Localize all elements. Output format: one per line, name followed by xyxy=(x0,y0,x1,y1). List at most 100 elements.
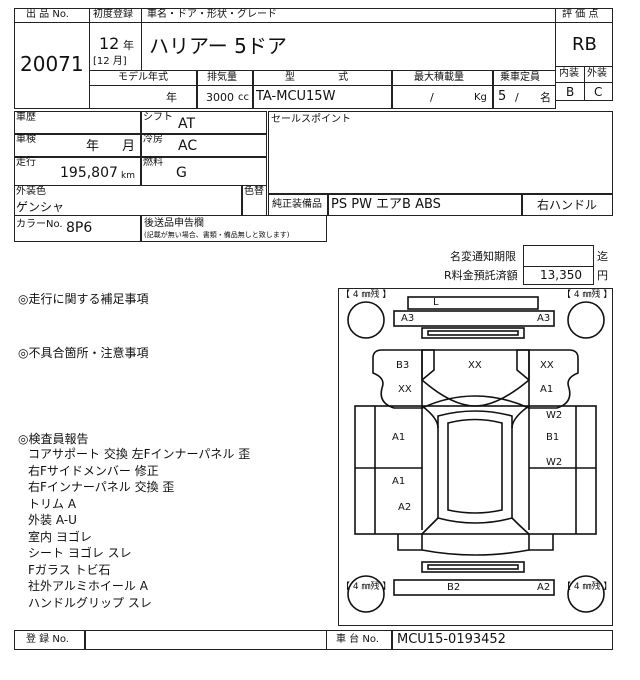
tire-depth-fl: 【 4 ㎜残 】 xyxy=(341,290,392,300)
exterior-score: C xyxy=(594,85,603,99)
spec-div-2 xyxy=(252,70,254,109)
inspection-year: 年 xyxy=(86,139,100,154)
steering-value: 右ハンドル xyxy=(537,198,598,212)
color-no-div xyxy=(140,215,142,242)
lot-number: 20071 xyxy=(20,52,84,76)
capacity-label: 乗車定員 xyxy=(500,72,540,83)
fuel-label: 燃料 xyxy=(143,157,163,168)
name-change-label: 名変通知期限 xyxy=(450,250,516,263)
displacement-label: 排気量 xyxy=(207,72,237,83)
first-reg-year: 12 xyxy=(99,34,120,53)
docs-note: (記載が無い場合、書類・備品無しと致します) xyxy=(144,231,290,239)
defects-title: ◎不具合箇所・注意事項 xyxy=(18,346,149,360)
first-reg-year-unit: 年 xyxy=(123,39,134,52)
inspection-month: 月 xyxy=(122,139,136,154)
mileage-label: 走行 xyxy=(16,157,36,168)
capacity: 5 xyxy=(498,89,507,104)
mileage-value: 195,807 xyxy=(60,165,118,181)
overall-score: RB xyxy=(572,34,597,55)
details-row-div-2 xyxy=(14,156,267,158)
inspection-label: 車検 xyxy=(16,134,36,145)
inspector-notes: コアサポート 交換 左Fインナーパネル 歪 右Fサイドメンバー 修正 右Fインナ… xyxy=(28,446,250,611)
color-change-label: 色替 xyxy=(244,186,264,197)
displacement: 3000 xyxy=(206,91,234,104)
reg-no-label: 登 録 No. xyxy=(26,634,69,645)
mark-fender-fr-upper: XX xyxy=(540,360,554,371)
capacity-unit: 名 xyxy=(540,91,551,104)
ext-color-label: 外装色 xyxy=(16,186,46,197)
note-line: コアサポート 交換 左Fインナーパネル 歪 xyxy=(28,447,251,461)
reg-no-div xyxy=(84,630,86,650)
vehicle-diagram xyxy=(338,288,613,626)
note-line: 右Fインナーパネル 交換 歪 xyxy=(28,480,175,494)
vehicle-name: ハリアー 5ドア xyxy=(149,34,287,58)
note-line: 室内 ヨゴレ xyxy=(28,529,92,544)
mark-door-rr: W2 xyxy=(546,457,563,468)
car-outline xyxy=(347,296,605,613)
note-line: 外装 A-U xyxy=(28,513,77,527)
note-line: トリム A xyxy=(28,496,77,511)
mark-hood: XX xyxy=(468,360,482,371)
spec-div-4 xyxy=(492,70,494,109)
model-type: TA-MCU15W xyxy=(256,89,336,104)
mark-front-bumper-left: A3 xyxy=(401,313,415,324)
exterior-score-cell xyxy=(584,82,613,101)
mark-door-fl: A1 xyxy=(392,432,406,443)
name-change-field xyxy=(523,245,594,267)
capacity-slash: / xyxy=(515,91,519,104)
shift-value: AT xyxy=(178,116,196,132)
color-no-box xyxy=(14,215,327,242)
model-year-label: モデル年式 xyxy=(118,72,168,83)
note-line: シート ヨゴレ スレ xyxy=(28,546,132,560)
sales-point-label: セールスポイント xyxy=(271,114,351,125)
shift-label: シフト xyxy=(143,112,173,123)
equipment-div-1 xyxy=(327,194,329,216)
score-label-cell xyxy=(555,8,613,23)
score-label: 評 価 点 xyxy=(562,9,599,20)
displacement-unit: cc xyxy=(238,92,249,103)
inspector-title: ◎検査員報告 xyxy=(18,432,89,446)
spec-div-3 xyxy=(391,70,393,109)
vehicle-name-label: 車名・ドア・形状・グレード xyxy=(147,9,277,20)
equipment-box xyxy=(268,194,613,216)
max-load-slash: / xyxy=(430,91,434,104)
interior-label: 内装 xyxy=(559,68,579,79)
ac-value: AC xyxy=(178,138,198,154)
mark-front-bumper-right: A3 xyxy=(537,313,551,324)
history-label: 車歴 xyxy=(16,112,36,123)
mark-fender-fr-lower: A1 xyxy=(540,384,554,395)
interior-score: B xyxy=(566,85,575,99)
docs-label: 後送品申告欄 xyxy=(144,218,204,229)
type-label: 型 式 xyxy=(285,72,349,83)
mark-door-rl: A1 xyxy=(392,476,406,487)
recycle-label: R料金預託済額 xyxy=(444,269,518,282)
ext-color-value: ゲンシャ xyxy=(16,200,65,214)
name-change-unit: 迄 xyxy=(597,250,608,263)
ext-color-div xyxy=(241,185,243,216)
mark-quarter-rl: A2 xyxy=(398,502,412,513)
equipment-div-2 xyxy=(521,194,523,216)
color-no-value: 8P6 xyxy=(66,220,93,236)
details-col-div xyxy=(140,111,142,186)
spec-value-row xyxy=(89,85,556,109)
recycle-field xyxy=(523,266,594,285)
color-no-label: カラーNo. xyxy=(16,219,63,230)
tire-depth-rr: 【 4 ㎜残 】 xyxy=(562,582,613,592)
mark-door-fr: B1 xyxy=(546,432,560,443)
first-reg-label: 初度登録 xyxy=(93,9,133,20)
details-row-div-1 xyxy=(14,133,267,135)
recycle-unit: 円 xyxy=(597,269,608,282)
chassis-label: 車 台 No. xyxy=(336,634,379,645)
mark-fender-fl-upper: B3 xyxy=(396,360,410,371)
first-reg-month: [12 月] xyxy=(93,56,127,67)
mileage-unit: km xyxy=(121,171,135,181)
mark-rear-bumper-center: B2 xyxy=(447,582,461,593)
mark-rear-bumper-right: A2 xyxy=(537,582,551,593)
driving-remarks-title: ◎走行に関する補足事項 xyxy=(18,292,149,306)
chassis-div xyxy=(391,630,393,650)
equipment-value: PS PW エアB ABS xyxy=(331,197,441,212)
recycle-amount: 13,350 xyxy=(540,268,582,282)
note-line: 社外アルミホイール A xyxy=(28,579,148,593)
max-load-label: 最大積載量 xyxy=(414,72,464,83)
mark-door-fr-upper: W2 xyxy=(546,410,563,421)
